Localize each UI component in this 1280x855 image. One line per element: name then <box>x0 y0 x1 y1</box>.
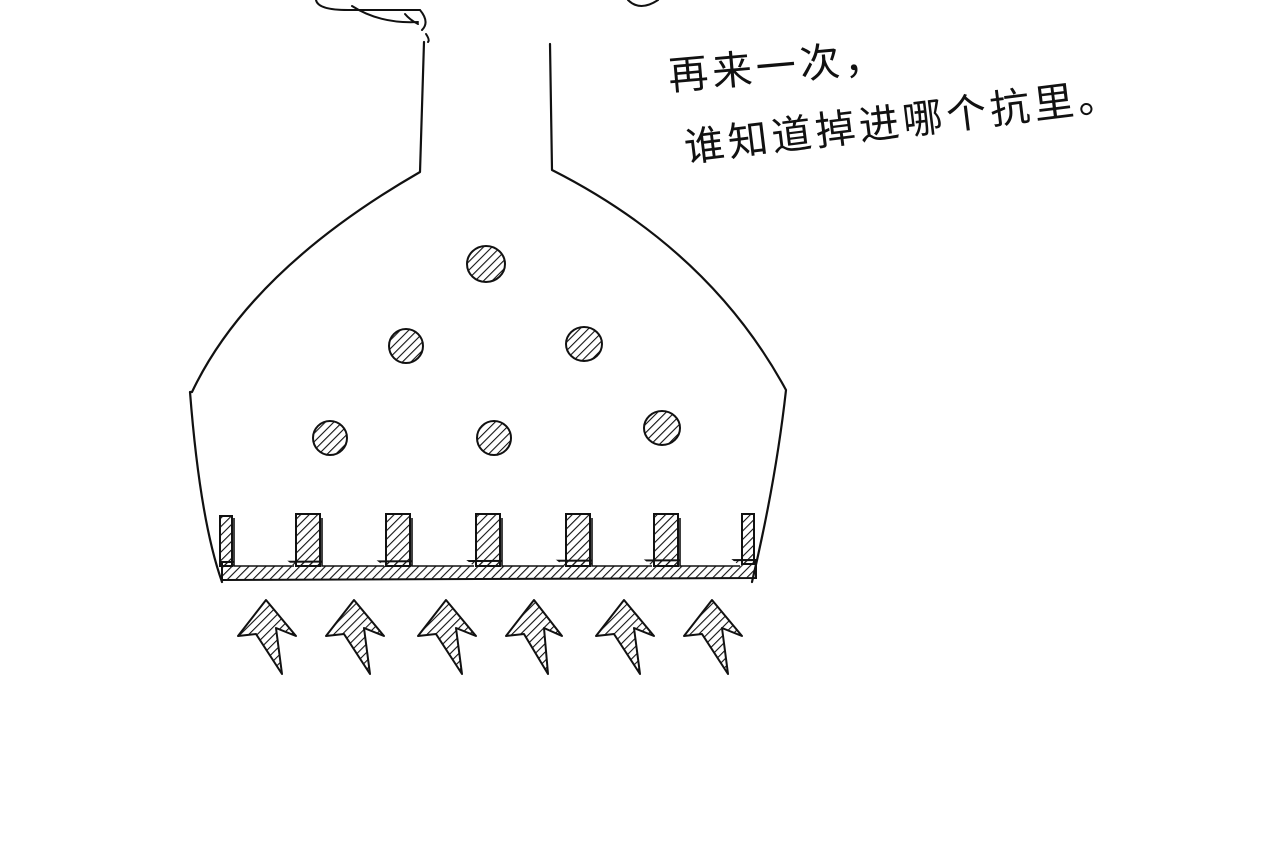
ball <box>466 245 506 283</box>
arrow-group <box>237 599 743 675</box>
ball <box>476 420 512 456</box>
arrow-up-icon <box>417 599 477 675</box>
ball <box>388 328 424 364</box>
arrow-up-icon <box>237 599 297 675</box>
flask-outline <box>188 40 788 584</box>
arrow-up-icon <box>595 599 655 675</box>
ball <box>643 410 681 446</box>
flask-mouth <box>315 0 659 43</box>
arrow-up-icon <box>683 599 743 675</box>
ball-group <box>312 245 681 456</box>
arrow-up-icon <box>505 599 563 675</box>
arrow-up-icon <box>325 599 385 675</box>
bucket-dividers <box>219 513 757 582</box>
ball <box>565 326 603 362</box>
ball <box>312 420 348 456</box>
